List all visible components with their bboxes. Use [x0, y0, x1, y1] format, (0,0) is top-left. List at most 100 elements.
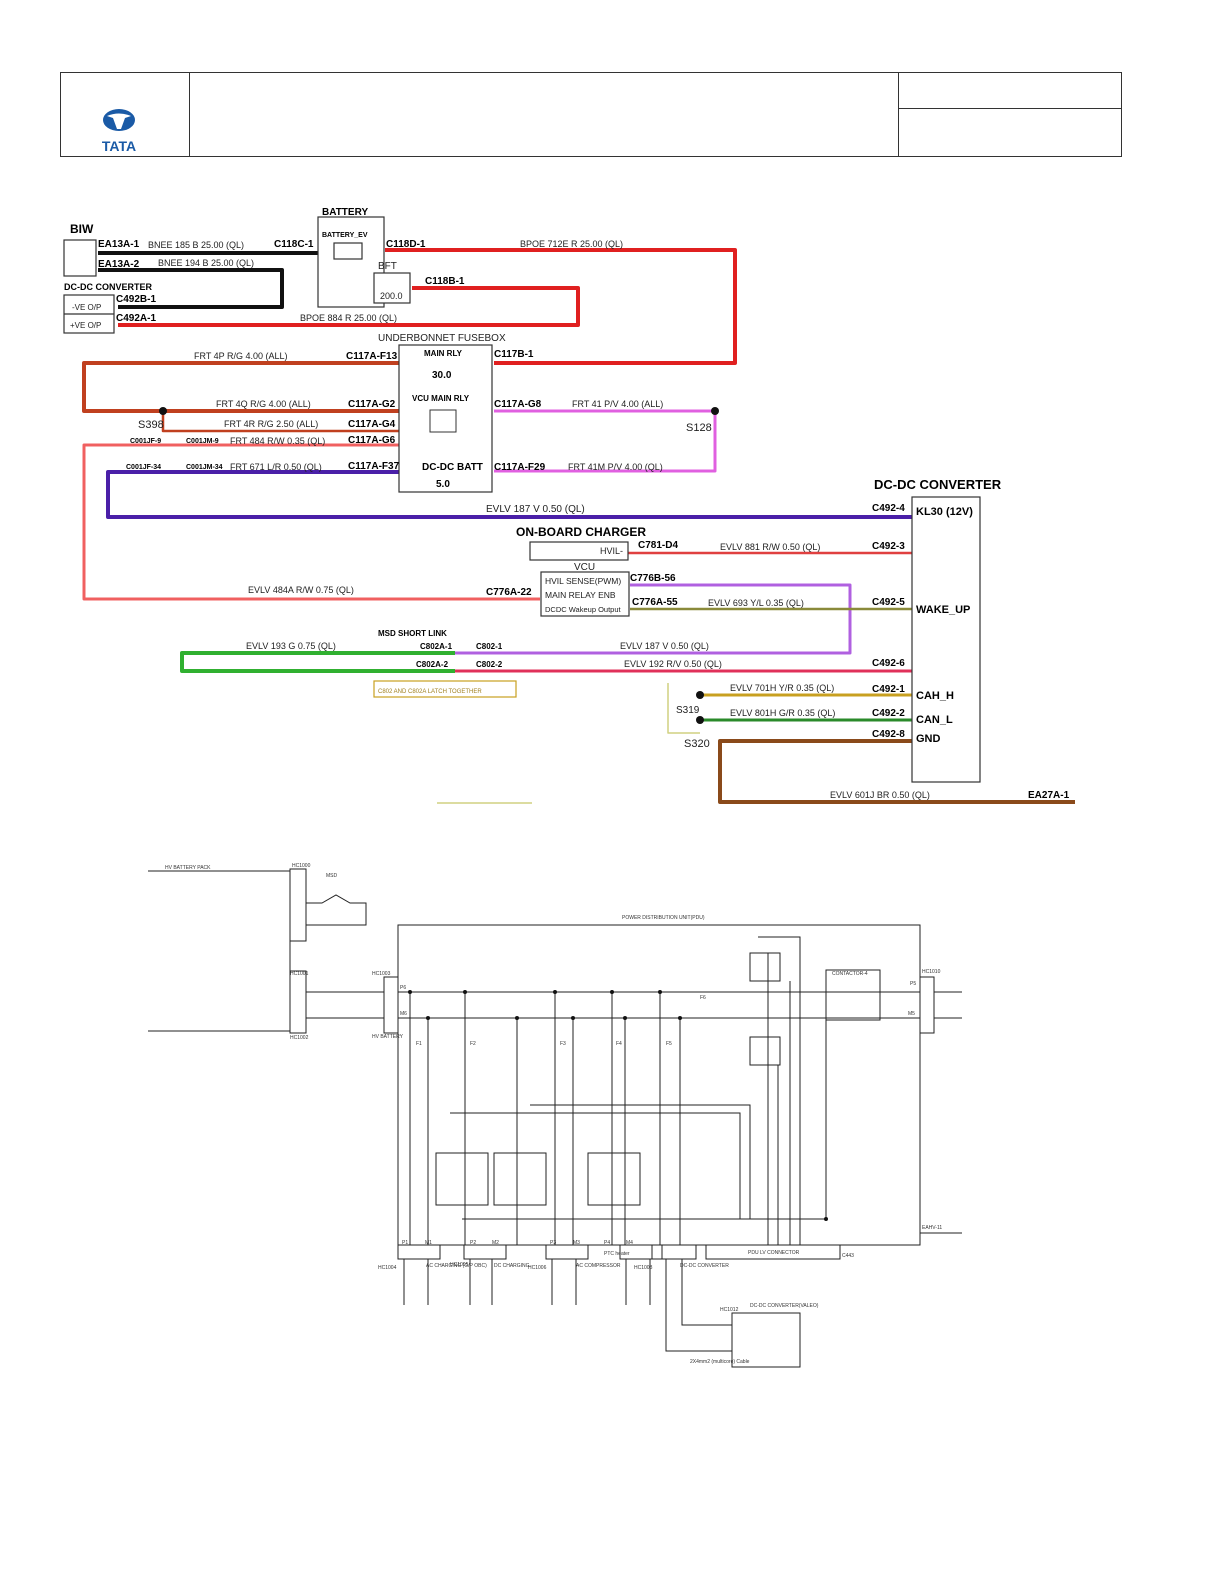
diagram-label: VCU: [574, 562, 595, 573]
logo-cell: TATA: [61, 73, 190, 156]
diagram-label: HC1006: [528, 1265, 547, 1271]
diagram-label: MAIN RELAY ENB: [545, 590, 616, 600]
diagram-label: M6: [400, 1011, 407, 1017]
diagram-label: DC-DC CONVERTER(VALEO): [750, 1303, 819, 1309]
diagram-label: C802-1: [476, 642, 503, 651]
diagram-label: C118B-1: [425, 276, 465, 287]
diagram-label: FRT 4R R/G 2.50 (ALL): [224, 419, 318, 429]
diagram-label: P4: [604, 1240, 610, 1246]
diagram-label: C492-1: [872, 684, 905, 695]
diagram-label: BFT: [378, 261, 397, 272]
diagram-label: DCDC Wakeup Output: [545, 605, 621, 614]
diagram-label: EVLV 693 Y/L 0.35 (QL): [708, 598, 804, 608]
diagram-label: HC1000: [292, 863, 311, 869]
diagram-label: C117A-G6: [348, 435, 396, 446]
diagram-label: HC1002: [290, 1035, 309, 1041]
diagram-label: C443: [842, 1253, 854, 1259]
document-header: TATA: [60, 72, 1122, 157]
diagram-label: C492-6: [872, 658, 905, 669]
diagram-label: HC1005: [450, 1262, 469, 1268]
diagram-label: P1: [402, 1240, 408, 1246]
diagram-label: GND: [916, 733, 941, 745]
diagram-label: DC-DC CONVERTER: [874, 477, 1002, 492]
diagram-label: DC CHARGING: [494, 1263, 530, 1269]
diagram-label: DC-DC BATT: [422, 462, 483, 473]
diagram-label: C117A-F37: [348, 461, 400, 472]
diagram-label: AC COMPRESSOR: [576, 1263, 621, 1269]
diagram-label: C776A-22: [486, 587, 532, 598]
diagram-label: P5: [910, 981, 916, 987]
diagram-label: C117A-G4: [348, 419, 396, 430]
diagram-label: M2: [492, 1240, 499, 1246]
diagram-label: HVIL-: [600, 546, 623, 556]
diagram-label: C802-2: [476, 660, 503, 669]
diagram-label: M4: [626, 1240, 633, 1246]
diagram-label: C492-2: [872, 708, 905, 719]
diagram-label: EVLV 187 V 0.50 (QL): [486, 504, 585, 515]
diagram-label: CAH_H: [916, 690, 954, 702]
diagram-label: F6: [700, 995, 706, 1001]
wiring-diagram: BIW EA13A-1 EA13A-2 BNEE 185 B 25.00 (QL…: [63, 207, 1075, 804]
diagram-label: C802 AND C802A LATCH TOGETHER: [378, 689, 482, 695]
diagram-label: EA27A-1: [1028, 790, 1070, 801]
diagram-label: TATA: [102, 138, 136, 153]
diagram-label: S398: [138, 419, 164, 431]
diagram-label: C001JM-9: [186, 438, 219, 445]
diagram-label: DC-DC CONVERTER: [680, 1263, 729, 1269]
diagram-label: FRT 4Q R/G 4.00 (ALL): [216, 399, 311, 409]
diagram-label: C117B-1: [494, 349, 534, 360]
diagram-label: C117A-G8: [494, 399, 542, 410]
diagram-label: MSD SHORT LINK: [378, 629, 447, 638]
diagram-label: HV BATTERY: [372, 1034, 404, 1040]
diagram-label: M5: [908, 1011, 915, 1017]
diagram-label: EA13A-2: [98, 259, 140, 270]
diagram-label: EVLV 701H Y/R 0.35 (QL): [730, 683, 834, 693]
diagram-label: C492-3: [872, 541, 905, 552]
diagram-label: UNDERBONNET FUSEBOX: [378, 333, 506, 344]
diagram-label: P2: [470, 1240, 476, 1246]
diagram-label: HC1003: [372, 971, 391, 977]
diagram-label: EVLV 192 R/V 0.50 (QL): [624, 659, 722, 669]
diagram-label: FRT 484 R/W 0.35 (QL): [230, 436, 325, 446]
diagram-label: AC CHARGING (O/P OBC): [426, 1263, 487, 1269]
diagram-label: C802A-2: [416, 660, 449, 669]
diagram-label: EVLV 193 G 0.75 (QL): [246, 641, 336, 651]
diagram-label: FRT 41M P/V 4.00 (QL): [568, 462, 663, 472]
diagram-label: S128: [686, 422, 712, 434]
diagram-label: +VE O/P: [70, 321, 101, 330]
diagram-label: F1: [416, 1041, 422, 1047]
diagram-label: HVIL SENSE(PWM): [545, 576, 621, 586]
diagram-label: HC1004: [378, 1265, 397, 1271]
diagram-label: EVLV 801H G/R 0.35 (QL): [730, 708, 835, 718]
diagram-label: EVLV 601J BR 0.50 (QL): [830, 790, 930, 800]
diagram-label: HC1012: [720, 1307, 739, 1313]
diagram-label: PTC heater: [604, 1251, 630, 1257]
diagram-label: C492B-1: [116, 294, 156, 305]
diagram-label: 5.0: [436, 479, 450, 490]
revision-cell: [898, 73, 1122, 156]
diagram-label: HV BATTERY PACK: [165, 865, 211, 871]
diagram-label: C117A-F29: [494, 462, 546, 473]
diagram-label: ON-BOARD CHARGER: [516, 525, 646, 539]
diagram-label: C001JF-9: [130, 438, 161, 445]
diagram-label: KL30 (12V): [916, 506, 973, 518]
diagram-label: F4: [616, 1041, 622, 1047]
diagram-label: 30.0: [432, 370, 452, 381]
diagram-label: EVLV 187 V 0.50 (QL): [620, 641, 709, 651]
diagram-label: EA13A-1: [98, 239, 140, 250]
diagram-label: FRT 4P R/G 4.00 (ALL): [194, 351, 288, 361]
diagram-label: C492-4: [872, 503, 905, 514]
diagram-label: C118D-1: [386, 239, 426, 250]
diagram-label: EVLV 484A R/W 0.75 (QL): [248, 585, 354, 595]
diagram-label: DC-DC CONVERTER: [64, 282, 153, 292]
diagram-label: MSD: [326, 873, 338, 879]
diagram-label: EAHV-11: [922, 1225, 942, 1231]
diagram-label: M3: [573, 1240, 580, 1246]
diagram-label: P6: [400, 985, 406, 991]
diagram-label: F2: [470, 1041, 476, 1047]
diagram-label: C492-5: [872, 597, 905, 608]
diagram-label: POWER DISTRIBUTION UNIT(PDU): [622, 915, 705, 921]
diagram-label: HC1008: [634, 1265, 653, 1271]
diagram-label: C492A-1: [116, 313, 156, 324]
diagram-label: BATTERY_EV: [322, 232, 368, 239]
